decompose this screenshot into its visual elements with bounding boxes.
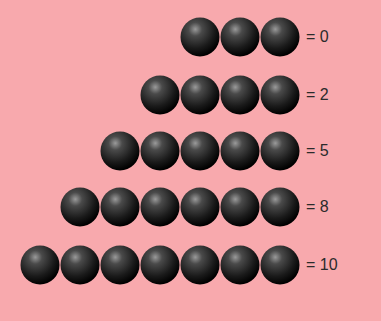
ball [261,188,300,227]
ball [261,132,300,171]
ball [221,188,260,227]
ball [261,18,300,57]
ball [61,246,100,285]
count-value: = 5 [306,141,329,161]
ball [141,76,180,115]
ball [221,132,260,171]
ball [181,18,220,57]
ball [181,246,220,285]
ball-row [21,246,300,285]
ball-row [181,18,300,57]
count-value: = 10 [306,255,338,275]
count-value: = 0 [306,27,329,47]
ball-row [141,76,300,115]
ball-row [101,132,300,171]
count-value: = 8 [306,197,329,217]
ball [21,246,60,285]
ball [101,246,140,285]
ball [61,188,100,227]
count-value: = 2 [306,85,329,105]
ball [221,18,260,57]
ball [261,76,300,115]
ball [141,132,180,171]
ball [221,76,260,115]
ball [181,132,220,171]
ball [141,246,180,285]
ball [101,188,140,227]
ball [261,246,300,285]
ball [181,76,220,115]
ball [101,132,140,171]
ball [181,188,220,227]
ball [221,246,260,285]
ball [141,188,180,227]
ball-row [61,188,300,227]
